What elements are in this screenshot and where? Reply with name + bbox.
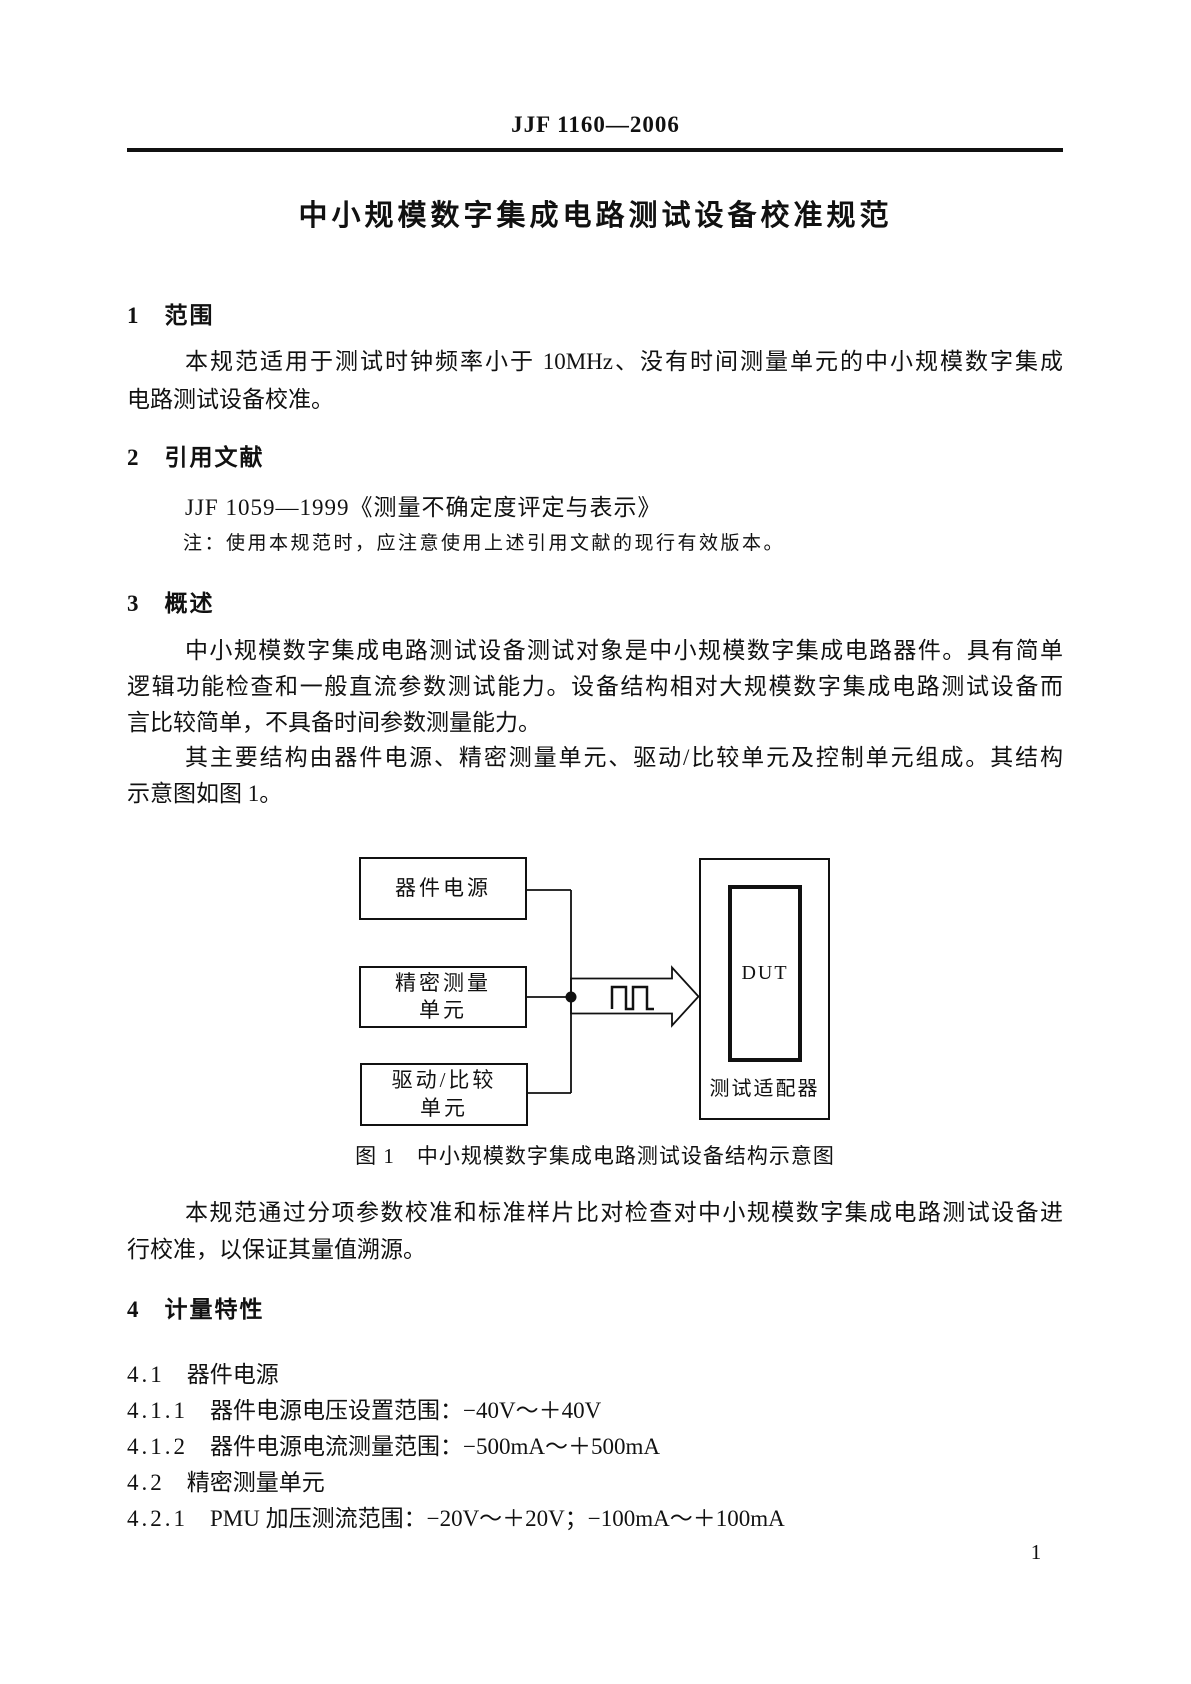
paragraph-line: 行校准，以保证其量值溯源。 xyxy=(127,1237,426,1262)
section-1-heading: 1 范围 xyxy=(127,296,1063,330)
spec-item-number: 4.2.1 xyxy=(127,1506,188,1531)
section-2-title: 引用文献 xyxy=(164,444,265,470)
spec-item: 4.2 精密测量单元 xyxy=(127,1463,1063,1497)
paragraph-line: 其主要结构由器件电源、精密测量单元、驱动/比较单元及控制单元组成。其结构 xyxy=(185,745,1063,770)
section-4-number: 4 xyxy=(127,1297,139,1322)
paragraph-line: 示意图如图 1。 xyxy=(127,781,283,806)
section-3-title: 概述 xyxy=(164,590,215,616)
reference-line: JJF 1059—1999《测量不确定度评定与表示》 xyxy=(185,495,662,520)
page-number: 1 xyxy=(1030,1540,1042,1564)
header-rule xyxy=(127,148,1063,152)
spec-item: 4.1.2 器件电源电流测量范围：−500mA～＋500mA xyxy=(127,1427,1063,1461)
junction-dot xyxy=(565,991,577,1003)
note-line: 注：使用本规范时，应注意使用上述引用文献的现行有效版本。 xyxy=(183,533,786,554)
spec-item: 4.1.1 器件电源电压设置范围：−40V～＋40V xyxy=(127,1391,1063,1425)
diagram-box-test-adapter xyxy=(699,858,830,1120)
diagram-box-label: 单元 xyxy=(419,998,467,1022)
test-adapter-label: 测试适配器 xyxy=(709,1078,820,1100)
spec-item-number: 4.1.1 xyxy=(127,1398,188,1423)
paragraph-line: 逻辑功能检查和一般直流参数测试能力。设备结构相对大规模数字集成电路测试设备而 xyxy=(127,674,1063,699)
section-1-title: 范围 xyxy=(164,302,215,328)
diagram-box-device-power: 器件电源 xyxy=(359,857,527,920)
paragraph-line: 中小规模数字集成电路测试设备测试对象是中小规模数字集成电路器件。具有简单 xyxy=(185,638,1063,663)
spec-item-text: 精密测量单元 xyxy=(186,1470,325,1495)
section-3-number: 3 xyxy=(127,591,139,616)
section-4-title: 计量特性 xyxy=(164,1296,265,1322)
spec-item-text: PMU 加压测流范围：−20V～＋20V；−100mA～＋100mA xyxy=(210,1506,785,1531)
paragraph-line: 言比较简单，不具备时间参数测量能力。 xyxy=(127,710,541,735)
signal-arrow-icon xyxy=(570,965,700,1028)
section-2-number: 2 xyxy=(127,445,139,470)
diagram-box-precision-measure-unit: 精密测量 单元 xyxy=(359,966,527,1028)
diagram-box-label: 驱动/比较 xyxy=(391,1068,497,1093)
spec-item: 4.1 器件电源 xyxy=(127,1355,1063,1389)
spec-item-number: 4.1.2 xyxy=(127,1434,188,1459)
section-4-heading: 4 计量特性 xyxy=(127,1290,1063,1324)
spec-item: 4.2.1 PMU 加压测流范围：−20V～＋20V；−100mA～＋100mA xyxy=(127,1499,1063,1533)
paragraph-line: 本规范通过分项参数校准和标准样片比对检查对中小规模数字集成电路测试设备进 xyxy=(185,1200,1063,1225)
figure-caption: 图 1 中小规模数字集成电路测试设备结构示意图 xyxy=(355,1144,835,1168)
page-title: 中小规模数字集成电路测试设备校准规范 xyxy=(298,200,893,232)
spec-item-number: 4.2 xyxy=(127,1470,165,1495)
section-3-heading: 3 概述 xyxy=(127,584,1063,618)
diagram-box-label: 器件电源 xyxy=(395,875,491,900)
paragraph-line: 电路测试设备校准。 xyxy=(127,387,334,412)
square-wave-icon xyxy=(610,985,654,1011)
diagram-box-label: 精密测量 xyxy=(395,970,491,995)
section-1-number: 1 xyxy=(127,303,139,328)
dut-label: DUT xyxy=(741,962,789,984)
section-2-heading: 2 引用文献 xyxy=(127,438,1063,472)
spec-item-text: 器件电源电压设置范围：−40V～＋40V xyxy=(210,1398,602,1423)
doc-code: JJF 1160—2006 xyxy=(511,112,680,137)
diagram-box-drive-compare-unit: 驱动/比较 单元 xyxy=(360,1063,528,1126)
spec-item-text: 器件电源电流测量范围：−500mA～＋500mA xyxy=(210,1434,660,1459)
spec-item-number: 4.1 xyxy=(127,1362,165,1387)
diagram-box-label: 单元 xyxy=(420,1095,468,1120)
spec-item-text: 器件电源 xyxy=(186,1362,279,1387)
paragraph-line: 本规范适用于测试时钟频率小于 10MHz、没有时间测量单元的中小规模数字集成 xyxy=(185,349,1063,374)
diagram-box-dut: DUT xyxy=(728,885,802,1062)
